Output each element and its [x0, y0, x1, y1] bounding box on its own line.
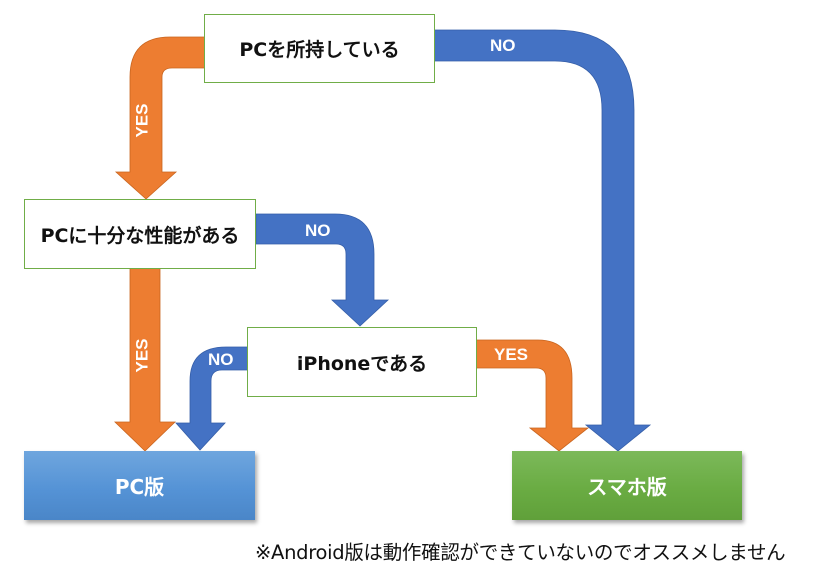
arrow-iphone-yes	[475, 339, 590, 452]
label-iphone-yes: YES	[494, 345, 529, 364]
question-is-iphone: iPhoneである	[247, 327, 477, 397]
question-has-pc-text: PCを所持している	[239, 39, 400, 61]
arrow-spec-yes	[114, 267, 176, 452]
label-spec-yes: YES	[132, 338, 152, 373]
result-pc-version: PC版	[24, 451, 255, 520]
label-iphone-no: NO	[208, 350, 234, 369]
result-smartphone-version-text: スマホ版	[587, 475, 667, 499]
result-smartphone-version: スマホ版	[512, 451, 742, 520]
label-spec-no: NO	[305, 221, 331, 240]
question-is-iphone-text: iPhoneである	[296, 352, 428, 375]
result-pc-version-text: PC版	[114, 475, 165, 499]
label-has-pc-yes: YES	[132, 103, 152, 138]
question-pc-enough-spec: PCに十分な性能がある	[24, 199, 256, 269]
arrow-has-pc-no	[433, 29, 652, 452]
arrow-spec-no	[255, 213, 390, 327]
footnote: ※Android版は動作確認ができていないのでオススメしません	[255, 541, 786, 564]
question-has-pc: PCを所持している	[204, 14, 435, 83]
arrow-has-pc-yes	[114, 36, 208, 200]
arrow-iphone-no	[175, 346, 249, 451]
question-pc-enough-spec-text: PCに十分な性能がある	[40, 224, 240, 247]
label-has-pc-no: NO	[490, 36, 516, 55]
